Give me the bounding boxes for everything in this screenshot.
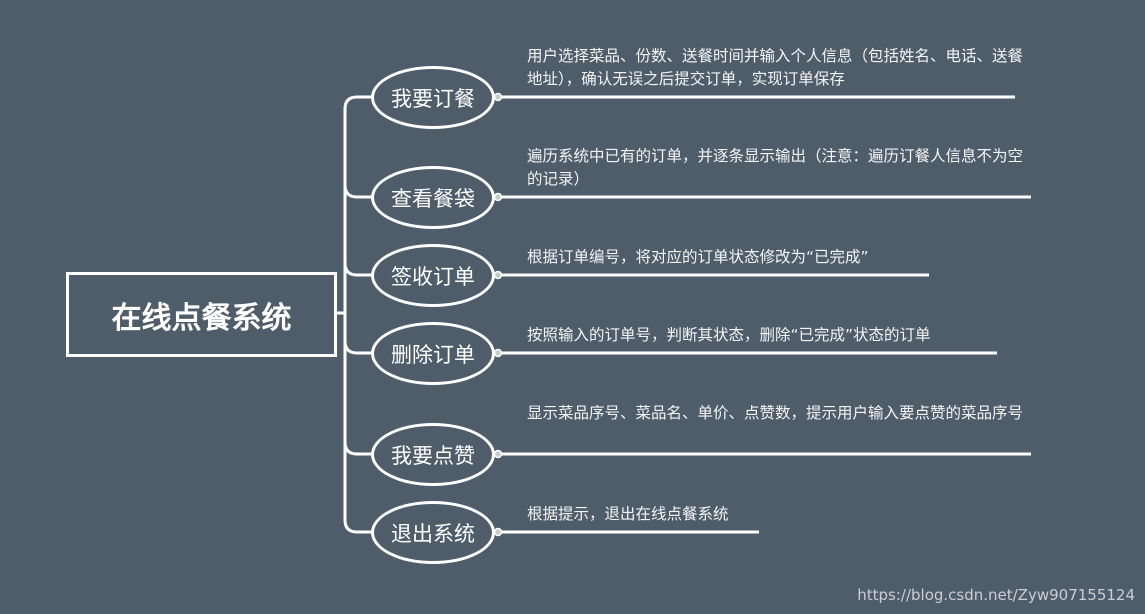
watermark: https://blog.csdn.net/Zyw907155124: [857, 586, 1135, 604]
branch-node: 我要点赞: [371, 423, 495, 486]
branch-description: 显示菜品序号、菜品名、单价、点赞数，提示用户输入要点赞的菜品序号: [527, 404, 1024, 422]
branch-description: 根据订单编号，将对应的订单状态修改为“已完成”: [527, 248, 869, 266]
branch-node: 查看餐袋: [371, 166, 495, 229]
branch-description: 按照输入的订单号，判断其状态，删除“已完成”状态的订单: [527, 326, 931, 344]
branch-description: 根据提示，退出在线点餐系统: [527, 505, 729, 523]
connector-dot: [493, 348, 503, 358]
connector-dot: [493, 449, 503, 459]
connector-dot: [493, 192, 503, 202]
branch-description: 用户选择菜品、份数、送餐时间并输入个人信息（包括姓名、电话、送餐地址），确认无误…: [527, 47, 1024, 88]
branch-description: 遍历系统中已有的订单，并逐条显示输出（注意：遍历订餐人信息不为空的记录）: [527, 147, 1024, 188]
branch-node: 删除订单: [371, 322, 495, 385]
connector-dot: [493, 92, 503, 102]
branch-node: 退出系统: [371, 501, 495, 564]
branch-node: 签收订单: [371, 244, 495, 307]
connector-dot: [493, 527, 503, 537]
branch-node: 我要订餐: [371, 66, 495, 129]
root-node: 在线点餐系统: [66, 272, 337, 357]
connector-dot: [493, 270, 503, 280]
